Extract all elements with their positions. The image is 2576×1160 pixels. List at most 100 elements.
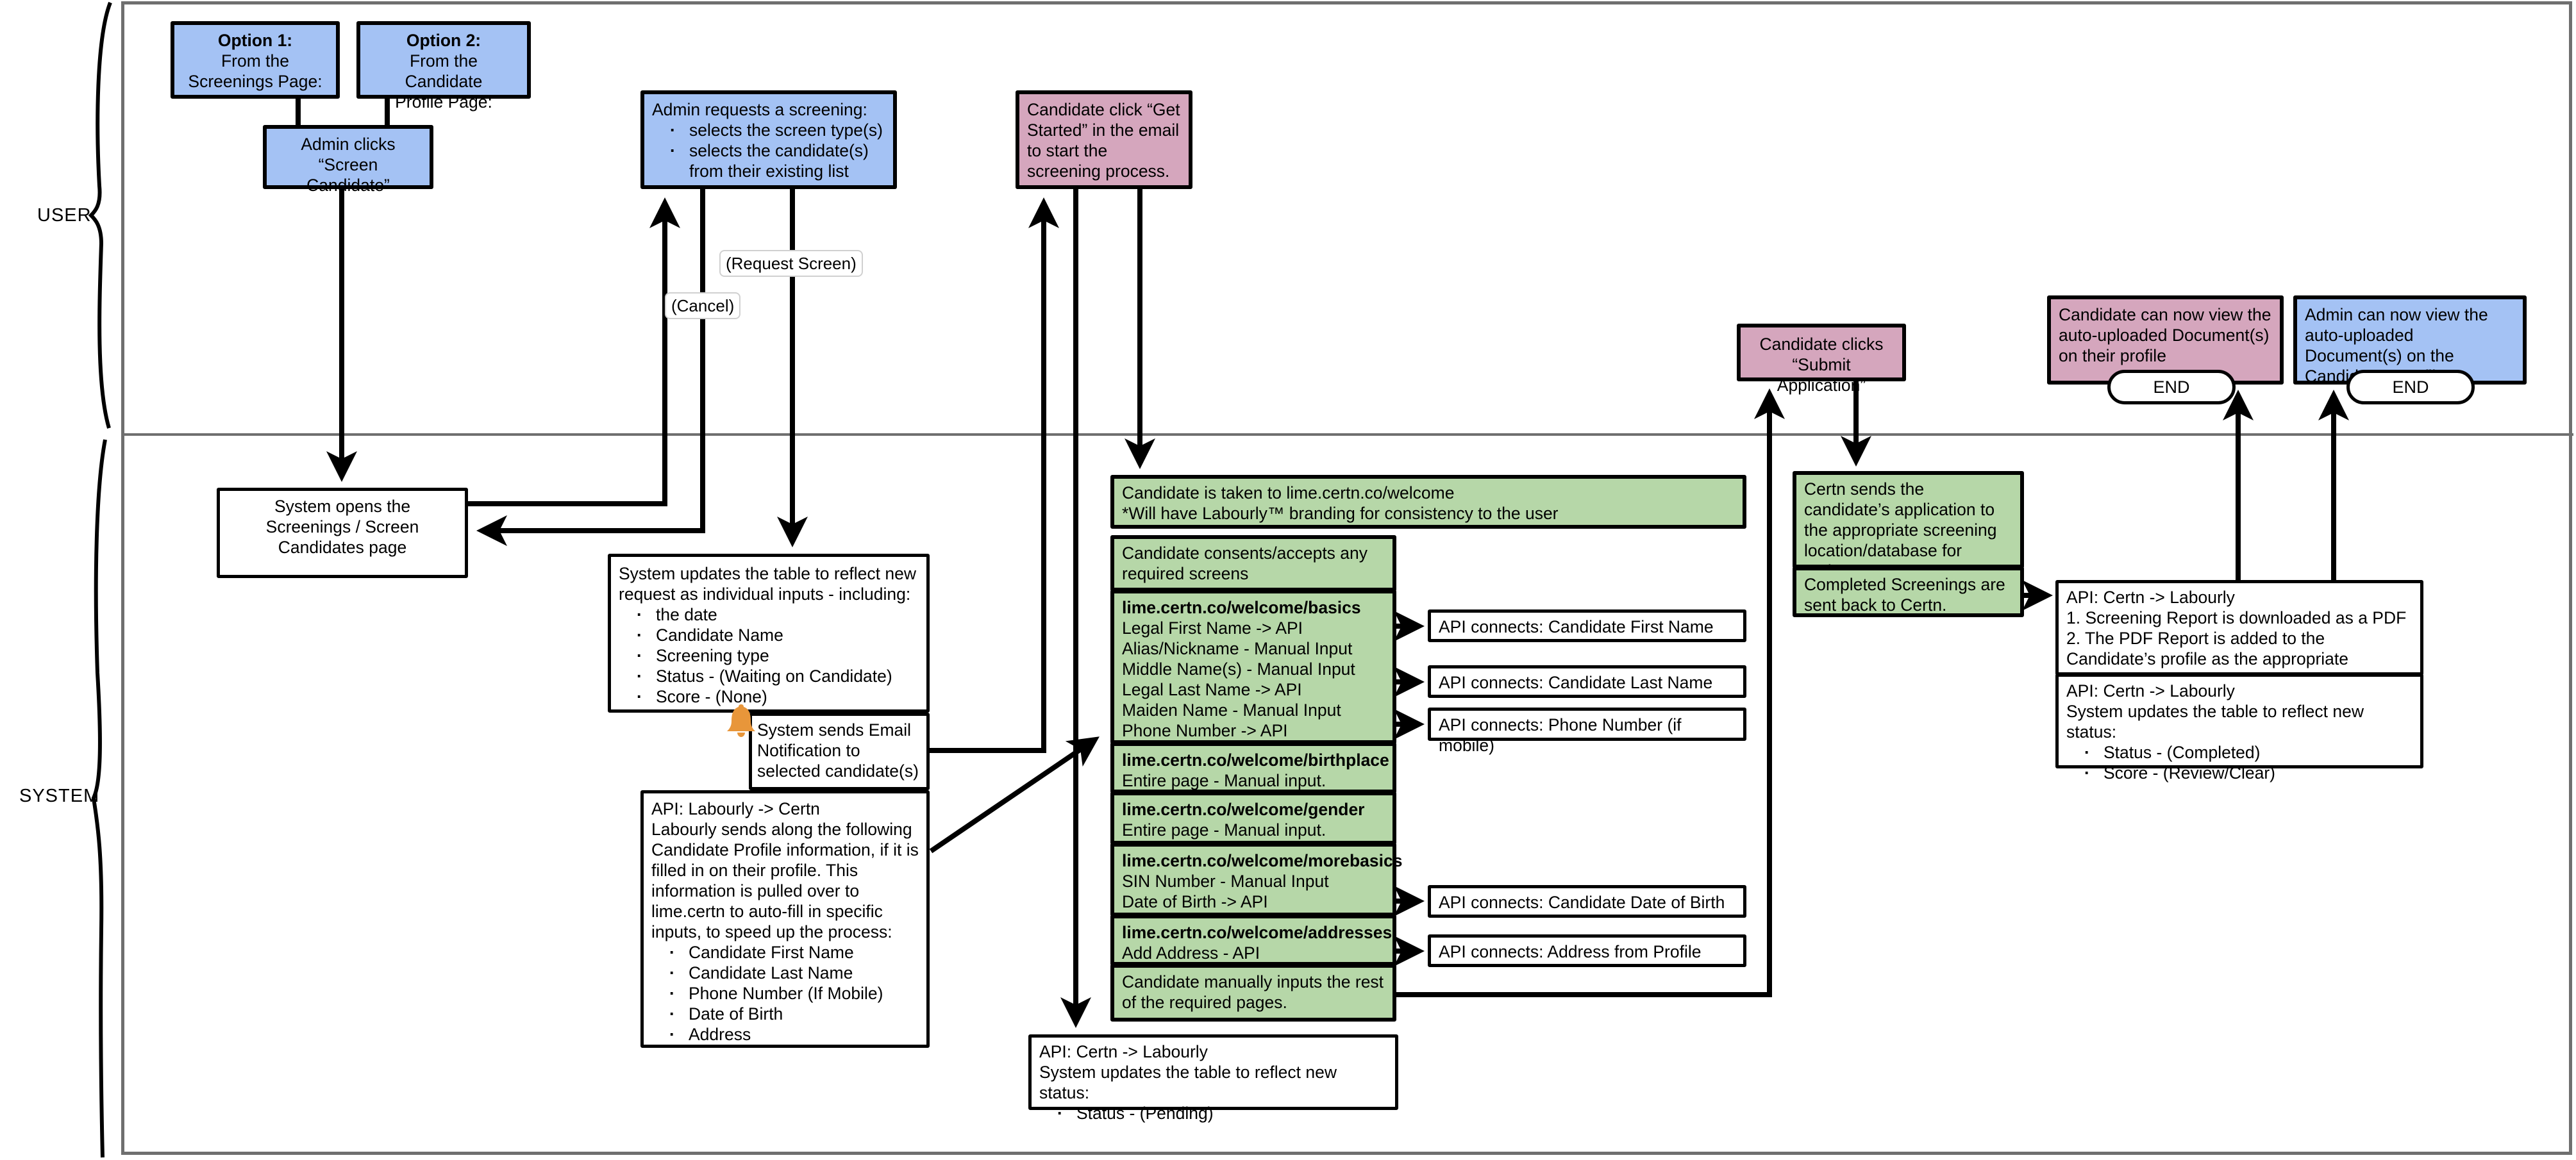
consents-box: Candidate consents/accepts any required … [1110, 535, 1396, 592]
welcome-line2: *Will have Labourly™ branding for consis… [1122, 504, 1559, 523]
manual-rest-box: Candidate manually inputs the rest of th… [1110, 964, 1396, 1022]
updates-table-item: Screening type [637, 645, 919, 666]
api-connects-text: API connects: Address from Profile [1439, 942, 1702, 961]
certn-sends-text: Certn sends the candidate’s application … [1804, 479, 1997, 581]
api-status-completed-title: API: Certn -> Labourly [2066, 681, 2235, 700]
end-terminator-admin: END [2346, 370, 2475, 404]
api-status-completed-list: Status - (Completed) Score - (Review/Cle… [2066, 742, 2413, 783]
morebasics-line: SIN Number - Manual Input [1122, 872, 1329, 891]
api-field-item: Candidate Last Name [669, 963, 919, 983]
updates-table-item: Score - (None) [637, 686, 919, 707]
api-status-pending-title: API: Certn -> Labourly [1039, 1042, 1208, 1061]
api-connects-text: API connects: Phone Number (if mobile) [1439, 715, 1682, 755]
system-updates-table-box: System updates the table to reflect new … [608, 554, 930, 713]
swimlane-frame [121, 1, 2572, 1155]
system-updates-table-title: System updates the table to reflect new … [619, 564, 917, 604]
user-brace [88, 1, 112, 429]
lane-label-system: SYSTEM [19, 786, 100, 806]
api-status-completed-body: System updates the table to reflect new … [2066, 702, 2364, 742]
api-pdf-box: API: Certn -> Labourly 1. Screening Repo… [2055, 580, 2423, 689]
option1-box: Option 1: From the Screenings Page: [171, 21, 340, 99]
api-labourly-to-certn-body: Labourly sends along the following Candi… [651, 820, 919, 941]
api-connects-phone: API connects: Phone Number (if mobile) [1428, 708, 1746, 755]
end-terminator-candidate: END [2107, 370, 2236, 404]
basics-line: Alias/Nickname - Manual Input [1122, 639, 1353, 658]
admin-requests-item: selects the screen type(s) [670, 120, 885, 140]
admin-clicks-box: Admin clicks “Screen Candidate” [263, 125, 433, 195]
api-connects-text: API connects: Candidate First Name [1439, 617, 1714, 636]
status-item: Status - (Pending) [1057, 1103, 1387, 1123]
api-status-pending-body: System updates the table to reflect new … [1039, 1063, 1337, 1102]
candidate-submit-line1: Candidate clicks [1759, 335, 1884, 354]
candidate-view-docs-text: Candidate can now view the auto-uploaded… [2059, 305, 2271, 365]
completed-sent-back-box: Completed Screenings are sent back to Ce… [1793, 567, 2024, 617]
api-connects-first-name: API connects: Candidate First Name [1428, 609, 1746, 642]
system-opens-page-text: System opens the Screenings / Screen Can… [265, 497, 419, 557]
system-opens-page-box: System opens the Screenings / Screen Can… [217, 488, 468, 578]
admin-clicks-line2: “Screen Candidate” [306, 155, 390, 195]
basics-line: Maiden Name - Manual Input [1122, 700, 1341, 720]
gender-title: lime.certn.co/welcome/gender [1122, 800, 1365, 819]
updates-table-item: Candidate Name [637, 625, 919, 645]
basics-title: lime.certn.co/welcome/basics [1122, 598, 1361, 617]
admin-requests-list: selects the screen type(s) selects the c… [652, 120, 885, 181]
api-field-item: Candidate First Name [669, 942, 919, 963]
api-connects-text: API connects: Candidate Last Name [1439, 673, 1713, 692]
completed-sent-back-text: Completed Screenings are sent back to Ce… [1804, 575, 2005, 615]
email-notification-box: System sends Email Notification to selec… [749, 713, 930, 790]
gender-line: Entire page - Manual input. [1122, 820, 1326, 840]
api-pdf-line: 1. Screening Report is downloaded as a P… [2066, 608, 2407, 627]
option2-box: Option 2: From the Candidate Profile Pag… [356, 21, 531, 112]
birthplace-title: lime.certn.co/welcome/birthplace [1122, 750, 1389, 770]
api-labourly-to-certn-box: API: Labourly -> Certn Labourly sends al… [640, 790, 930, 1048]
api-connects-address: API connects: Address from Profile [1428, 934, 1746, 967]
api-pdf-title: API: Certn -> Labourly [2066, 588, 2235, 607]
status-item: Score - (Review/Clear) [2084, 763, 2413, 783]
basics-line: Legal Last Name -> API [1122, 680, 1302, 699]
api-field-item: Address [669, 1024, 919, 1045]
addresses-title: lime.certn.co/welcome/addresses [1122, 923, 1393, 942]
consents-text: Candidate consents/accepts any required … [1122, 543, 1368, 583]
api-field-item: Phone Number (If Mobile) [669, 983, 919, 1004]
candidate-submit-line2: “Submit Application” [1777, 355, 1866, 395]
birthplace-line: Entire page - Manual input. [1122, 771, 1326, 790]
edge-label-cancel: (Cancel) [665, 292, 741, 319]
morebasics-line: Date of Birth -> API [1122, 892, 1268, 911]
updates-table-item: Status - (Waiting on Candidate) [637, 666, 919, 686]
certn-sends-box: Certn sends the candidate’s application … [1793, 471, 2024, 581]
api-connects-last-name: API connects: Candidate Last Name [1428, 665, 1746, 698]
api-connects-dob: API connects: Candidate Date of Birth [1428, 885, 1746, 918]
birthplace-page-box: lime.certn.co/welcome/birthplace Entire … [1110, 742, 1396, 793]
api-field-item: Date of Birth [669, 1004, 919, 1024]
admin-view-docs-box: Admin can now view the auto-uploaded Doc… [2293, 295, 2527, 386]
basics-page-box: lime.certn.co/welcome/basics Legal First… [1110, 590, 1396, 744]
api-labourly-to-certn-title: API: Labourly -> Certn [651, 799, 820, 818]
option1-title: Option 1: [217, 31, 293, 50]
notification-bell-icon [727, 704, 755, 737]
basics-line: Phone Number -> API [1122, 721, 1288, 740]
manual-rest-text: Candidate manually inputs the rest of th… [1122, 972, 1384, 1012]
welcome-line1: Candidate is taken to lime.certn.co/welc… [1122, 483, 1455, 502]
email-notification-text: System sends Email Notification to selec… [757, 720, 919, 781]
admin-clicks-line1: Admin clicks [301, 135, 396, 154]
basics-line: Middle Name(s) - Manual Input [1122, 659, 1355, 679]
option2-line2: Profile Page: [395, 92, 492, 112]
gender-page-box: lime.certn.co/welcome/gender Entire page… [1110, 791, 1396, 845]
option1-line1: From the [221, 51, 290, 70]
edge-label-request-screen: (Request Screen) [719, 250, 863, 277]
morebasics-page-box: lime.certn.co/welcome/morebasics SIN Num… [1110, 843, 1402, 916]
candidate-get-started-box: Candidate click “Get Started” in the ema… [1016, 90, 1192, 189]
updates-table-item: the date [637, 604, 919, 625]
candidate-submit-box: Candidate clicks “Submit Application” [1737, 324, 1906, 395]
addresses-page-box: lime.certn.co/welcome/addresses Add Addr… [1110, 915, 1396, 966]
api-status-completed-box: API: Certn -> Labourly System updates th… [2055, 674, 2423, 783]
api-status-pending-list: Status - (Pending) [1039, 1103, 1387, 1123]
option1-line2: Screenings Page: [188, 72, 322, 91]
lane-label-user: USER [37, 205, 92, 226]
admin-requests-item: selects the candidate(s) from their exis… [670, 140, 885, 181]
api-pdf-line: 2. The PDF Report is added to the Candid… [2066, 629, 2348, 689]
admin-requests-box: Admin requests a screening: selects the … [640, 90, 897, 189]
option2-line1: From the Candidate [405, 51, 483, 91]
welcome-page-box: Candidate is taken to lime.certn.co/welc… [1110, 475, 1746, 529]
api-labourly-to-certn-list: Candidate First Name Candidate Last Name… [651, 942, 919, 1045]
